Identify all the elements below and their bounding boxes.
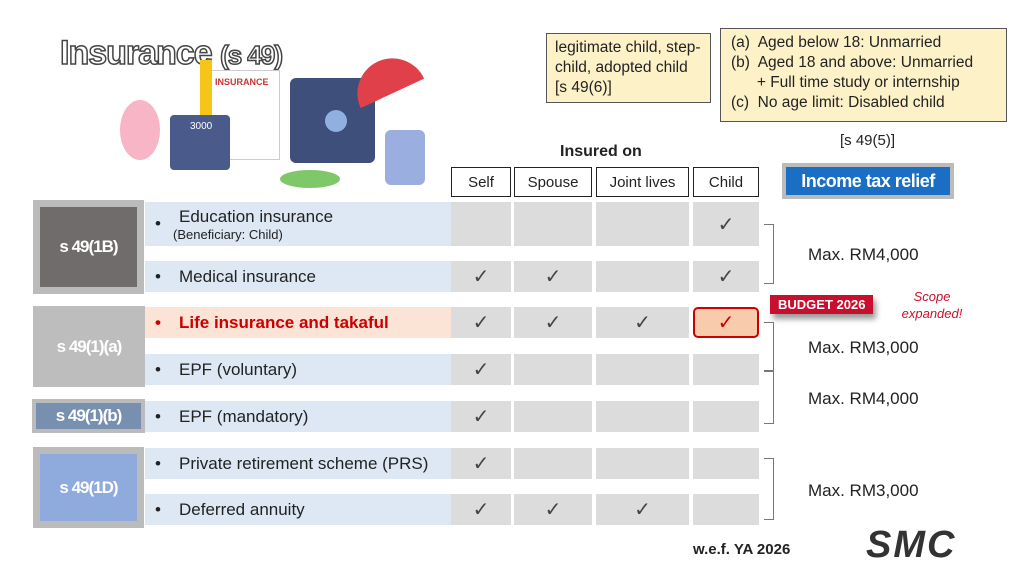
check-icon: ✓	[634, 312, 651, 334]
cell-life-insurance-self: ✓	[451, 307, 511, 338]
bracket	[764, 370, 774, 424]
bullet: •	[155, 406, 161, 426]
check-icon: ✓	[472, 453, 490, 475]
row-label: Education insurance	[179, 206, 334, 226]
row-label: Deferred annuity	[179, 499, 305, 519]
cell-prs-child	[693, 448, 759, 479]
bullet: •	[155, 359, 161, 379]
cell-epf-mandatory-joint-lives	[596, 401, 689, 432]
cell-education-insurance-spouse	[514, 202, 592, 246]
condition-a: (a) Aged below 18: Unmarried	[731, 34, 942, 51]
page-title: Insurance (s 49)	[59, 33, 283, 73]
cell-prs-joint-lives	[596, 448, 689, 479]
row-label: EPF (voluntary)	[179, 359, 298, 379]
section-s49-1d: s 49(1D)	[33, 447, 144, 528]
check-icon: ✓	[634, 499, 651, 521]
row-label-epf-mandatory: • EPF (mandatory)	[145, 401, 451, 432]
row-label-deferred-annuity: • Deferred annuity	[145, 494, 451, 525]
smc-logo: SMC	[866, 524, 957, 566]
pill-bottle-icon	[385, 130, 425, 185]
row-label-life-insurance: • Life insurance and takaful	[145, 307, 451, 338]
limit-1d: Max. RM3,000	[808, 481, 919, 500]
conditions-ref: [s 49(5)]	[840, 132, 896, 149]
bracket	[764, 458, 774, 520]
cell-education-insurance-self	[451, 202, 511, 246]
cell-medical-insurance-child: ✓	[693, 261, 759, 292]
cell-prs-spouse	[514, 448, 592, 479]
cell-deferred-annuity-spouse: ✓	[514, 494, 592, 525]
check-icon: ✓	[544, 266, 562, 288]
cell-education-insurance-child: ✓	[693, 202, 759, 246]
effective-date: w.e.f. YA 2026	[693, 541, 791, 558]
bracket	[764, 322, 774, 372]
cell-life-insurance-spouse: ✓	[514, 307, 592, 338]
limit-1b: Max. RM4,000	[808, 245, 919, 264]
row-sublabel: (Beneficiary: Child)	[173, 226, 283, 242]
insured-on-heading: Insured on	[560, 143, 642, 160]
scope-expanded-note: Scope expanded!	[901, 289, 963, 321]
calculator-icon: 3000	[170, 115, 230, 170]
col-self: Self	[451, 167, 511, 197]
section-s49-1b-mandatory: s 49(1)(b)	[32, 399, 145, 433]
col-child: Child	[693, 167, 759, 197]
bullet: •	[155, 266, 161, 286]
cell-life-insurance-child: ✓	[693, 307, 759, 338]
cell-epf-voluntary-self: ✓	[451, 354, 511, 385]
cell-epf-voluntary-child	[693, 354, 759, 385]
bullet: •	[155, 214, 161, 233]
cell-life-insurance-joint-lives: ✓	[596, 307, 689, 338]
cell-medical-insurance-spouse: ✓	[514, 261, 592, 292]
cell-epf-mandatory-child	[693, 401, 759, 432]
check-icon: ✓	[472, 266, 490, 288]
check-icon: ✓	[472, 312, 490, 334]
section-s49-1b: s 49(1B)	[33, 200, 144, 294]
check-icon: ✓	[717, 312, 735, 334]
child-types-callout: legitimate child, step-child, adopted ch…	[546, 33, 711, 103]
row-label-education-insurance: • Education insurance(Beneficiary: Child)	[145, 202, 451, 246]
cell-deferred-annuity-child	[693, 494, 759, 525]
income-tax-relief-badge: Income tax relief	[782, 163, 954, 199]
check-icon: ✓	[717, 213, 735, 236]
cell-epf-mandatory-self: ✓	[451, 401, 511, 432]
col-joint-lives: Joint lives	[596, 167, 689, 197]
cell-education-insurance-joint-lives	[596, 202, 689, 246]
bullet: •	[155, 499, 161, 519]
check-icon: ✓	[472, 359, 490, 381]
limit-1a: Max. RM3,000	[808, 338, 919, 357]
row-label: Life insurance and takaful	[179, 312, 389, 332]
condition-b2: + Full time study or internship	[731, 74, 960, 91]
col-spouse: Spouse	[514, 167, 592, 197]
cell-deferred-annuity-self: ✓	[451, 494, 511, 525]
row-label: EPF (mandatory)	[179, 406, 309, 426]
conditions-callout: (a) Aged below 18: Unmarried (b) Aged 18…	[720, 28, 1007, 122]
limit-1a-1b: Max. RM4,000	[808, 389, 919, 408]
check-icon: ✓	[544, 499, 562, 521]
row-label: Medical insurance	[179, 266, 317, 286]
cell-epf-voluntary-spouse	[514, 354, 592, 385]
cell-medical-insurance-self: ✓	[451, 261, 511, 292]
row-label: Private retirement scheme (PRS)	[179, 453, 429, 473]
check-icon: ✓	[472, 499, 490, 521]
condition-b: (b) Aged 18 and above: Unmarried	[731, 54, 974, 71]
row-label-prs: • Private retirement scheme (PRS)	[145, 448, 451, 479]
condition-c: (c) No age limit: Disabled child	[731, 94, 945, 111]
cell-medical-insurance-joint-lives	[596, 261, 689, 292]
bullet: •	[155, 453, 161, 473]
cell-epf-mandatory-spouse	[514, 401, 592, 432]
cell-epf-voluntary-joint-lives	[596, 354, 689, 385]
bracket	[764, 224, 774, 284]
insurance-illustration: INSURANCE 3000	[120, 46, 450, 190]
row-label-medical-insurance: • Medical insurance	[145, 261, 451, 292]
cell-deferred-annuity-joint-lives: ✓	[596, 494, 689, 525]
check-icon: ✓	[472, 406, 490, 428]
bullet: •	[155, 312, 161, 332]
section-s49-1a: s 49(1)(a)	[33, 306, 145, 387]
row-label-epf-voluntary: • EPF (voluntary)	[145, 354, 451, 385]
check-icon: ✓	[544, 312, 562, 334]
cell-prs-self: ✓	[451, 448, 511, 479]
check-icon: ✓	[717, 266, 735, 288]
budget-2026-tag: BUDGET 2026	[770, 295, 874, 314]
